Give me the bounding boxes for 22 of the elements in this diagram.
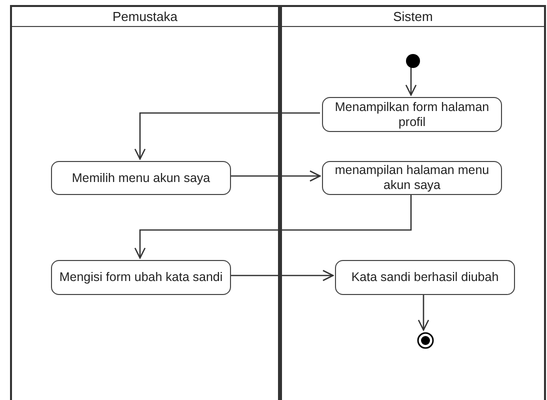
action-box	[322, 161, 502, 195]
arrow	[134, 193, 412, 259]
action-text: Memilih menu akun saya	[72, 170, 210, 186]
initial-node	[406, 54, 420, 68]
swimlane	[280, 5, 546, 400]
arrow	[418, 293, 430, 331]
action-box	[51, 161, 231, 195]
action-box	[322, 97, 502, 132]
arrow	[229, 170, 321, 182]
arrow	[134, 112, 320, 160]
swimlane	[10, 5, 280, 400]
action-text: Kata sandi berhasil diubah	[351, 270, 499, 285]
action-text: Mengisi form ubah kata sandi	[59, 270, 223, 285]
action-text: menampilan halaman menu akun saya	[334, 163, 490, 193]
arrow	[405, 66, 417, 96]
lane-header: Sistem	[282, 7, 544, 27]
action-box	[335, 260, 515, 295]
final-node	[417, 332, 434, 349]
lane-header: Pemustaka	[12, 7, 278, 27]
action-text: Menampilkan form halaman profil	[334, 100, 490, 130]
action-box	[51, 260, 231, 295]
arrow	[229, 270, 334, 282]
